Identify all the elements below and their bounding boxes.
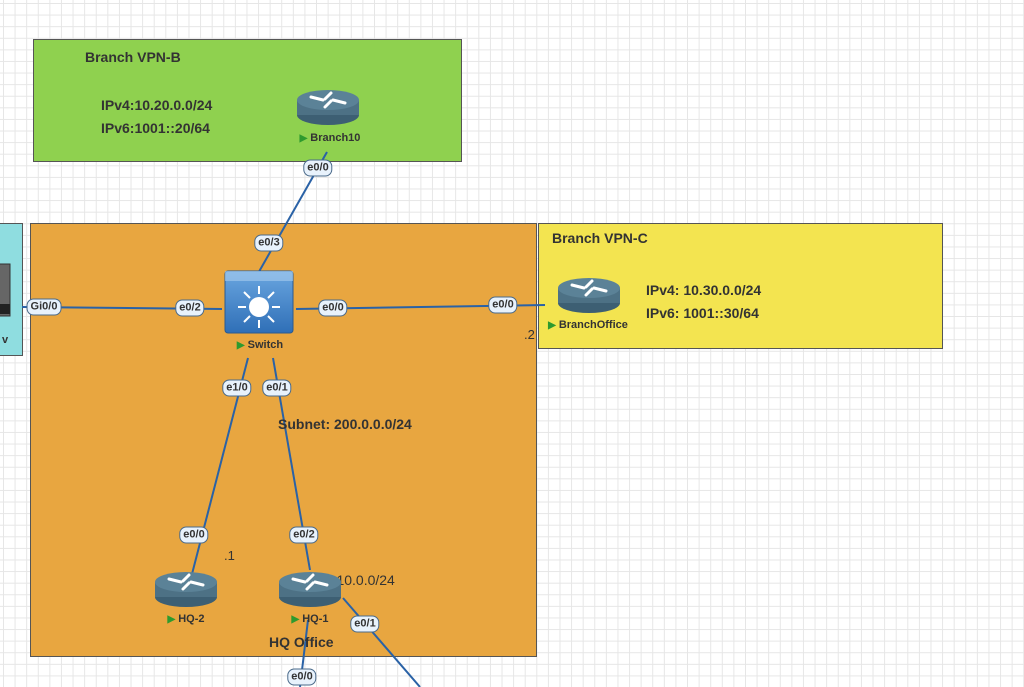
zone-title-hq: HQ Office <box>269 634 334 650</box>
node-label-hq2: ▶HQ-2 <box>167 613 205 625</box>
branch-c-ipv6: IPv6: 1001::30/64 <box>646 305 759 321</box>
branch-b-ipv4: IPv4:10.20.0.0/24 <box>101 97 213 113</box>
running-status-icon: ▶ <box>236 340 245 351</box>
port-branchoffice-e00[interactable]: e0/0 <box>488 296 518 314</box>
port-switch-e02[interactable]: e0/2 <box>175 299 205 317</box>
branch-c-ipv4: IPv4: 10.30.0.0/24 <box>646 282 762 298</box>
port-switch-e10[interactable]: e1/0 <box>222 379 252 397</box>
node-label-branchoffice: ▶BranchOffice <box>548 319 628 331</box>
zone-left-partial[interactable] <box>0 223 23 356</box>
router-icon <box>277 570 343 609</box>
port-hq1-e01[interactable]: e0/1 <box>350 615 380 633</box>
port-switch-e03[interactable]: e0/3 <box>254 234 284 252</box>
port-hq1-e00[interactable]: e0/0 <box>287 668 317 686</box>
node-switch[interactable] <box>224 270 294 334</box>
node-branchoffice[interactable] <box>556 276 622 319</box>
hq-subnet-label: Subnet: 200.0.0.0/24 <box>278 416 412 432</box>
node-label-branch10: ▶Branch10 <box>299 132 361 144</box>
running-status-icon: ▶ <box>291 614 300 625</box>
node-hq1[interactable] <box>277 570 343 613</box>
branch-b-ipv6: IPv6:1001::20/64 <box>101 120 210 136</box>
switch-icon <box>224 270 294 334</box>
running-status-icon: ▶ <box>299 133 308 144</box>
port-switch-e00[interactable]: e0/0 <box>318 299 348 317</box>
branchoffice-host-annotation: .2 <box>524 327 535 342</box>
port-branch10-e00[interactable]: e0/0 <box>303 159 333 177</box>
left-device-label: v <box>2 334 9 346</box>
link-hq1-e01[interactable] <box>342 597 421 687</box>
port-hq2-e00[interactable]: e0/0 <box>179 526 209 544</box>
node-branch10[interactable] <box>295 88 361 131</box>
zone-branch-vpn-b[interactable] <box>33 39 462 162</box>
left-device[interactable] <box>0 262 12 330</box>
zone-title-branch-c: Branch VPN-C <box>552 230 648 246</box>
port-switch-e01[interactable]: e0/1 <box>262 379 292 397</box>
server-icon <box>0 263 11 317</box>
router-icon <box>153 570 219 609</box>
running-status-icon: ▶ <box>548 320 556 331</box>
port-hq1-e02[interactable]: e0/2 <box>289 526 319 544</box>
router-icon <box>556 276 622 315</box>
node-label-switch: ▶Switch <box>236 339 284 351</box>
router-icon <box>295 88 361 127</box>
zone-title-branch-b: Branch VPN-B <box>85 49 181 65</box>
node-label-hq1: ▶HQ-1 <box>291 613 329 625</box>
hq2-host-annotation: .1 <box>224 548 235 563</box>
running-status-icon: ▶ <box>167 614 176 625</box>
port-left-gi00[interactable]: Gi0/0 <box>26 298 62 316</box>
node-hq2[interactable] <box>153 570 219 613</box>
